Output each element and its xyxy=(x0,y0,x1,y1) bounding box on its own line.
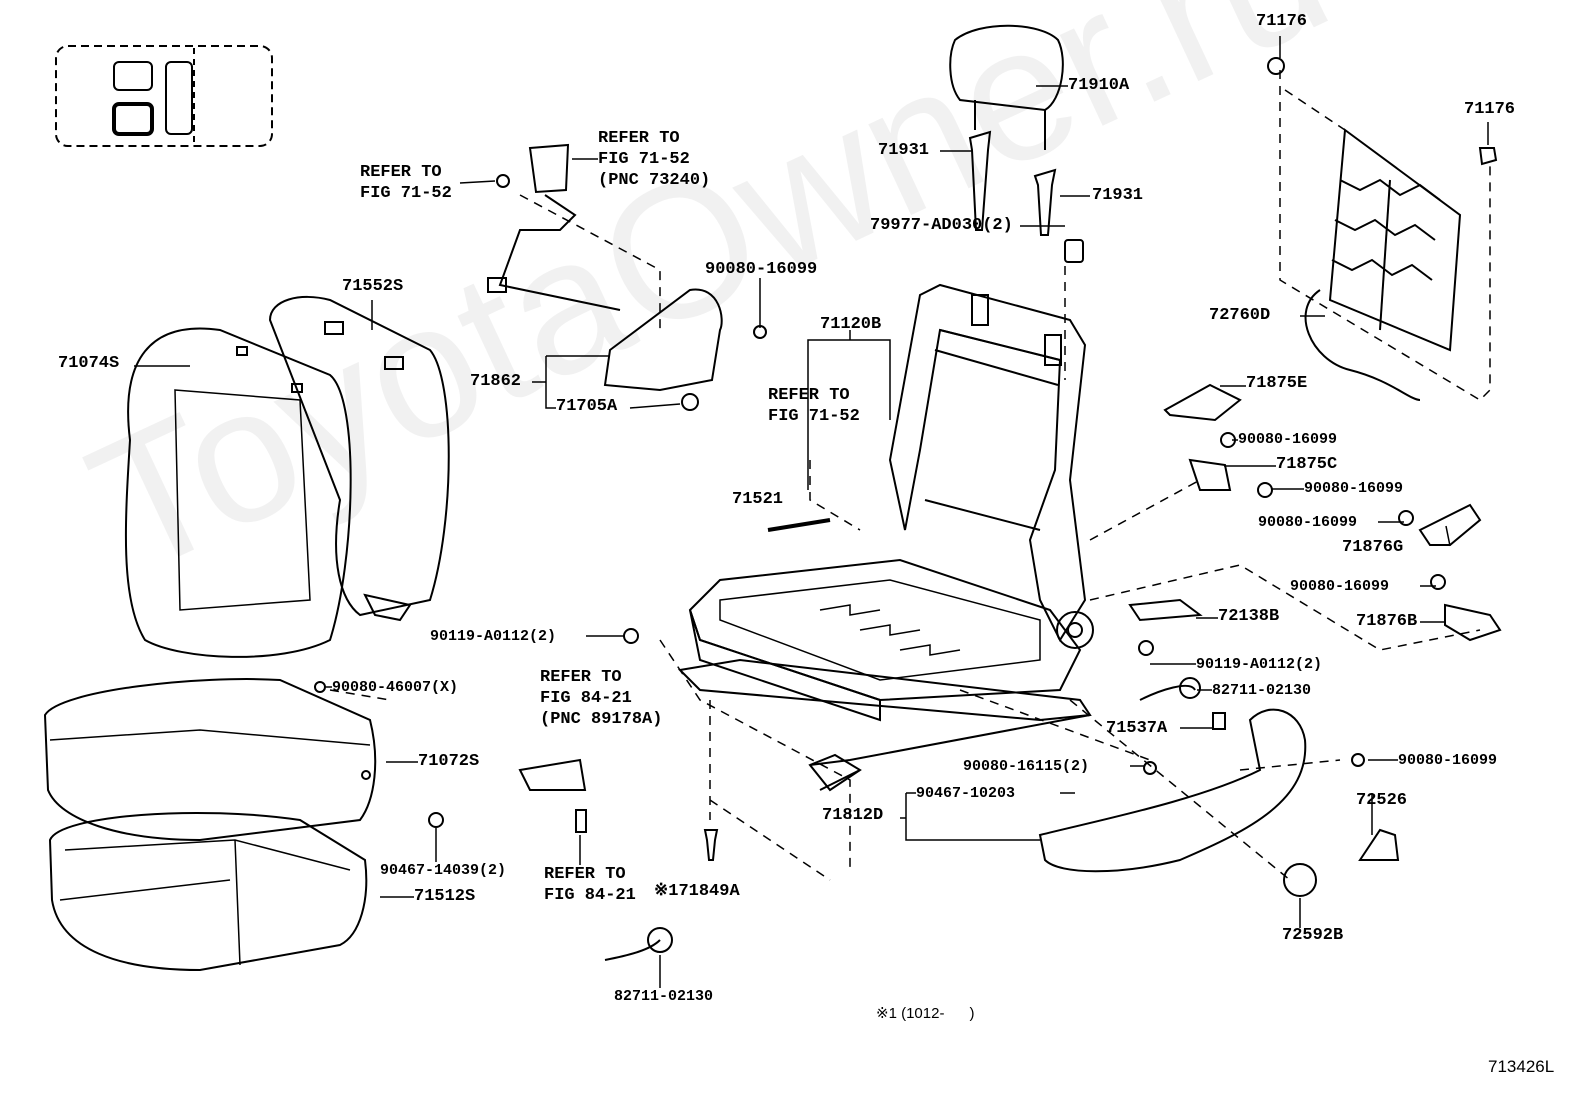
part-label-71931[interactable]: 71931 xyxy=(1092,186,1144,205)
seatback-frame-71120B xyxy=(888,283,1094,649)
part-label-90080-16099[interactable]: 90080-16099 xyxy=(1258,514,1358,531)
part-label-71120B[interactable]: 71120B xyxy=(820,315,882,334)
seatback-cover-71074S xyxy=(124,327,352,658)
part-label-90119-A0112[interactable]: 90119-A0112(2) xyxy=(430,628,557,645)
refer-note-text: REFER TO xyxy=(768,386,850,405)
part-label-90080-16099[interactable]: 90080-16099 xyxy=(1304,480,1404,497)
part-label-82711-02130[interactable]: 82711-02130 xyxy=(1212,682,1312,699)
headrest-guide xyxy=(968,130,1084,263)
refer-note-text: (PNC 89178A) xyxy=(540,710,663,729)
refer-note-text: REFER TO xyxy=(540,668,622,687)
part-label-90080-16099[interactable]: 90080-16099 xyxy=(1238,431,1338,448)
part-label-90080-16099[interactable]: 90080-16099 xyxy=(1290,578,1390,595)
refer-note-text: REFER TO xyxy=(544,865,626,884)
part-label-82711-02130[interactable]: 82711-02130 xyxy=(614,988,714,1005)
side-shield-cover xyxy=(1038,708,1400,897)
seatback-spring-72760D xyxy=(1267,57,1498,401)
part-label-90467-10203[interactable]: 90467-10203 xyxy=(916,785,1016,802)
part-label-71521[interactable]: 71521 xyxy=(732,490,784,509)
seat-pad-71512S xyxy=(48,811,368,972)
part-label-72592B[interactable]: 72592B xyxy=(1282,926,1344,945)
part-label-90119-A0112[interactable]: 90119-A0112(2) xyxy=(1196,656,1323,673)
refer-note-text: FIG 71-52 xyxy=(768,407,860,426)
part-label-90467-14039[interactable]: 90467-14039(2) xyxy=(380,862,507,879)
part-label-90080-16115[interactable]: 90080-16115(2) xyxy=(963,758,1090,775)
part-label-72138B[interactable]: 72138B xyxy=(1218,607,1280,626)
refer-note-text: FIG 71-52 xyxy=(360,184,452,203)
part-label-71176[interactable]: 71176 xyxy=(1464,100,1516,119)
part-label-71552S[interactable]: 71552S xyxy=(342,277,404,296)
part-label-71910A[interactable]: 71910A xyxy=(1068,76,1130,95)
part-label-71072S[interactable]: 71072S xyxy=(418,752,480,771)
part-label-71812D[interactable]: 71812D xyxy=(822,806,884,825)
seat-cover-71072S xyxy=(43,678,377,842)
part-label-71931[interactable]: 71931 xyxy=(878,141,930,160)
leader-lines xyxy=(134,36,1489,988)
refer-note-text: FIG 84-21 xyxy=(540,689,632,708)
dashed-lines xyxy=(329,70,1491,881)
seatback-pad-71552S xyxy=(268,296,450,622)
footnote: ※1 (1012- ) xyxy=(876,1005,975,1022)
headrest-71910A xyxy=(949,24,1064,150)
seat-frame xyxy=(688,558,1082,722)
part-label-71074S[interactable]: 71074S xyxy=(58,354,120,373)
small-parts xyxy=(314,143,1502,961)
part-label-90080-16099[interactable]: 90080-16099 xyxy=(705,260,818,279)
part-label-71176[interactable]: 71176 xyxy=(1256,12,1308,31)
seat-adjuster-71812D xyxy=(677,658,1092,792)
part-label-79977-AD030[interactable]: 79977-AD030(2) xyxy=(870,216,1013,235)
part-label-71705A[interactable]: 71705A xyxy=(556,397,618,416)
part-label-71537A[interactable]: 71537A xyxy=(1106,719,1168,738)
part-label-71876B[interactable]: 71876B xyxy=(1356,612,1418,631)
part-label-71875C[interactable]: 71875C xyxy=(1276,455,1338,474)
part-label-71876G[interactable]: 71876G xyxy=(1342,538,1404,557)
figure-id: 713426L xyxy=(1488,1057,1555,1076)
refer-note-text: (PNC 73240) xyxy=(598,171,711,190)
part-label-90080-46007[interactable]: 90080-46007(X) xyxy=(332,679,459,696)
part-label-71875E[interactable]: 71875E xyxy=(1246,374,1308,393)
refer-note-text: FIG 84-21 xyxy=(544,886,636,905)
refer-note-text: FIG 71-52 xyxy=(598,150,690,169)
locator-inset xyxy=(55,45,273,147)
refer-note-text: REFER TO xyxy=(360,163,442,182)
refer-note-text: REFER TO xyxy=(598,129,680,148)
part-label-71849A[interactable]: ※171849A xyxy=(654,882,740,901)
part-label-72760D[interactable]: 72760D xyxy=(1209,306,1271,325)
part-label-71862[interactable]: 71862 xyxy=(470,372,522,391)
part-label-90080-16099[interactable]: 90080-16099 xyxy=(1398,752,1498,769)
part-label-72526[interactable]: 72526 xyxy=(1356,791,1408,810)
part-label-71512S[interactable]: 71512S xyxy=(414,887,476,906)
